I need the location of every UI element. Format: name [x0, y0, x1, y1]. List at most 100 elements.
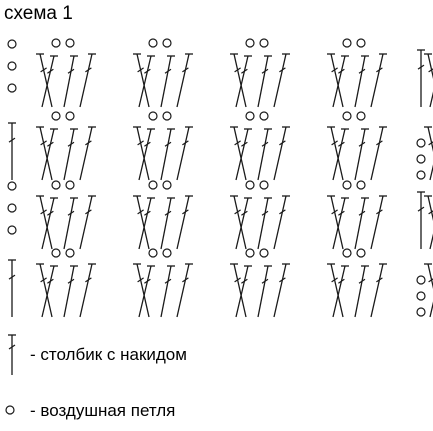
chain-stitch — [259, 38, 269, 48]
double-crochet — [36, 53, 53, 108]
chain-stitch — [356, 180, 366, 190]
double-crochet — [424, 195, 433, 222]
double-crochet — [160, 197, 175, 250]
chain-stitch — [65, 248, 75, 258]
double-crochet — [354, 197, 369, 250]
double-crochet — [424, 126, 433, 153]
double-crochet — [63, 128, 78, 181]
legend-item-chain-stitch: - воздушная петля — [5, 401, 175, 420]
chain-stitch — [162, 180, 172, 190]
chain-stitch — [148, 180, 158, 190]
double-crochet — [424, 263, 433, 290]
double-crochet — [370, 195, 387, 250]
double-crochet — [235, 128, 252, 181]
double-crochet — [370, 53, 387, 108]
chain-stitch — [148, 248, 158, 258]
double-crochet — [79, 126, 96, 181]
double-crochet — [327, 53, 344, 108]
double-crochet — [370, 126, 387, 181]
chain-stitch — [342, 111, 352, 121]
chart-title: схема 1 — [4, 3, 73, 24]
double-crochet — [138, 197, 155, 250]
chain-stitch — [51, 38, 61, 48]
chain-stitch — [245, 248, 255, 258]
double-crochet — [176, 53, 193, 108]
chain-stitch — [7, 181, 17, 191]
double-crochet — [230, 126, 247, 181]
chain-stitch — [342, 180, 352, 190]
double-crochet — [36, 195, 53, 250]
double-crochet — [133, 195, 150, 250]
chain-stitch — [7, 83, 17, 93]
chain-stitch — [51, 248, 61, 258]
chain-stitch — [7, 61, 17, 71]
double-crochet — [230, 263, 247, 318]
double-crochet — [417, 191, 425, 249]
chain-stitch — [356, 248, 366, 258]
double-crochet — [257, 55, 272, 108]
double-crochet — [160, 128, 175, 181]
double-crochet — [424, 53, 433, 80]
double-crochet — [176, 126, 193, 181]
chain-stitch — [259, 248, 269, 258]
double-crochet — [230, 195, 247, 250]
double-crochet — [332, 128, 349, 181]
stitch-grid — [7, 38, 433, 318]
double-crochet — [354, 128, 369, 181]
chain-stitch — [342, 38, 352, 48]
double-crochet — [257, 265, 272, 318]
double-crochet — [370, 263, 387, 318]
chain-stitch — [65, 180, 75, 190]
double-crochet — [429, 164, 433, 181]
double-crochet — [354, 55, 369, 108]
chain-stitch — [245, 111, 255, 121]
double-crochet — [429, 233, 433, 250]
double-crochet — [230, 53, 247, 108]
double-crochet — [327, 195, 344, 250]
chain-stitch — [416, 170, 426, 180]
chain-stitch — [148, 38, 158, 48]
double-crochet — [41, 265, 58, 318]
double-crochet — [327, 126, 344, 181]
double-crochet — [63, 197, 78, 250]
double-crochet — [63, 265, 78, 318]
double-crochet — [176, 195, 193, 250]
legend-label-double-crochet: - столбик с накидом — [30, 345, 187, 364]
chain-stitch — [356, 111, 366, 121]
chain-stitch — [65, 38, 75, 48]
chain-stitch — [416, 291, 426, 301]
double-crochet — [133, 263, 150, 318]
double-crochet — [273, 263, 290, 318]
double-crochet — [41, 128, 58, 181]
double-crochet — [138, 128, 155, 181]
chain-stitch — [342, 248, 352, 258]
chain-stitch — [259, 111, 269, 121]
chain-stitch — [7, 203, 17, 213]
chain-stitch — [162, 248, 172, 258]
double-crochet — [41, 197, 58, 250]
chain-stitch — [416, 154, 426, 164]
double-crochet — [332, 55, 349, 108]
double-crochet — [176, 263, 193, 318]
chain-stitch — [7, 39, 17, 49]
chain-stitch — [65, 111, 75, 121]
double-crochet — [354, 265, 369, 318]
chain-stitch — [162, 111, 172, 121]
double-crochet — [273, 126, 290, 181]
chain-stitch — [416, 138, 426, 148]
double-crochet — [235, 55, 252, 108]
double-crochet — [41, 55, 58, 108]
double-crochet — [36, 263, 53, 318]
double-crochet — [327, 263, 344, 318]
double-crochet — [257, 197, 272, 250]
chain-stitch — [416, 275, 426, 285]
double-crochet — [8, 259, 16, 317]
double-crochet — [429, 301, 433, 318]
double-crochet — [133, 53, 150, 108]
double-crochet — [138, 55, 155, 108]
chain-stitch — [162, 38, 172, 48]
chain-stitch — [245, 180, 255, 190]
double-crochet — [273, 53, 290, 108]
double-crochet — [36, 126, 53, 181]
